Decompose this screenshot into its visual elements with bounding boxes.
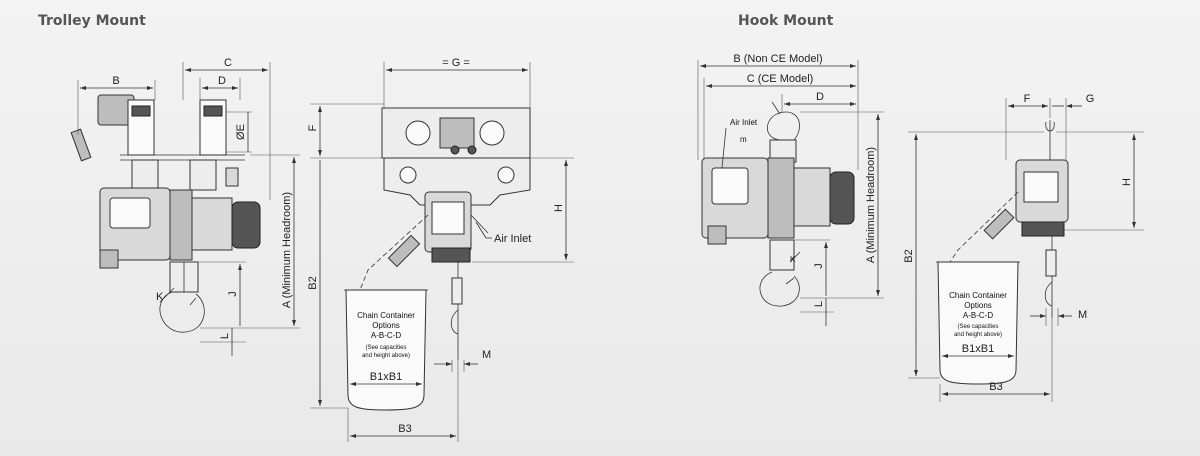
hook-front-view: Chain Container Options A-B-C-D (See cap…	[936, 120, 1069, 385]
hook-container-line1: Chain Container	[949, 291, 1007, 300]
hook-label-l: L	[813, 301, 825, 307]
trolley-label-k: K	[156, 291, 164, 303]
trolley-label-b2: B2	[307, 276, 319, 289]
hook-label-m: m	[740, 135, 747, 144]
hook-label-a: A (Minimum Headroom)	[865, 147, 877, 263]
trolley-container-line1: Chain Container	[357, 311, 415, 320]
trolley-container-line2: Options	[372, 321, 400, 330]
hook-front-dimensions: F G H B2	[903, 93, 1144, 402]
trolley-mount-title: Trolley Mount	[38, 13, 146, 29]
trolley-label-b3: B3	[398, 423, 411, 435]
hook-mount-title: Hook Mount	[738, 13, 834, 29]
trolley-label-j: J	[227, 291, 239, 297]
hook-label-m: M	[1078, 309, 1087, 321]
hook-label-g: G	[1086, 93, 1095, 105]
trolley-label-a: A (Minimum Headroom)	[281, 192, 293, 308]
trolley-label-c: C	[224, 57, 232, 69]
trolley-label-h: H	[553, 204, 565, 212]
hook-air-inlet-label: Air Inlet	[730, 118, 758, 127]
trolley-container-line5: and height above)	[362, 353, 410, 359]
hook-label-b1xb1: B1xB1	[962, 343, 994, 355]
trolley-front-dimensions: = G = F B2 H Air Inlet	[307, 57, 574, 442]
hook-side-dimensions: B (Non CE Model) C (CE Model) D Air Inle…	[697, 53, 884, 326]
hook-label-b3: B3	[989, 381, 1002, 393]
trolley-label-b1xb1: B1xB1	[370, 371, 402, 383]
trolley-front-view: Chain Container Options A-B-C-D (See cap…	[344, 107, 531, 411]
trolley-side-view	[70, 94, 261, 333]
trolley-label-e: ØE	[235, 124, 247, 140]
hook-container-line5: and height above)	[954, 332, 1002, 338]
hook-container-line2: Options	[964, 301, 992, 310]
trolley-label-l: L	[219, 333, 231, 339]
hook-label-b2: B2	[903, 249, 915, 262]
hook-container-line3: A-B-C-D	[963, 311, 993, 320]
hook-label-k: K	[790, 255, 796, 264]
hook-label-f: F	[1024, 93, 1031, 105]
trolley-label-m: M	[482, 349, 491, 361]
hook-label-j: J	[813, 263, 825, 269]
hook-label-h: H	[1121, 178, 1133, 186]
hook-label-b: B (Non CE Model)	[733, 53, 822, 65]
trolley-side-dimensions: B C D ØE A (Minimum He	[77, 57, 300, 356]
trolley-container-line4: (See capacities	[365, 345, 406, 351]
hook-label-c: C (CE Model)	[747, 73, 814, 85]
trolley-air-inlet-label: Air Inlet	[494, 233, 531, 245]
trolley-label-f: F	[307, 124, 319, 131]
hook-container-line4: (See capacities	[957, 324, 998, 330]
hook-side-view	[701, 101, 855, 307]
hook-label-d: D	[816, 91, 824, 103]
trolley-container-line3: A-B-C-D	[371, 331, 401, 340]
trolley-label-b: B	[112, 75, 119, 87]
trolley-label-g: = G =	[442, 57, 470, 69]
trolley-label-d: D	[218, 75, 226, 87]
